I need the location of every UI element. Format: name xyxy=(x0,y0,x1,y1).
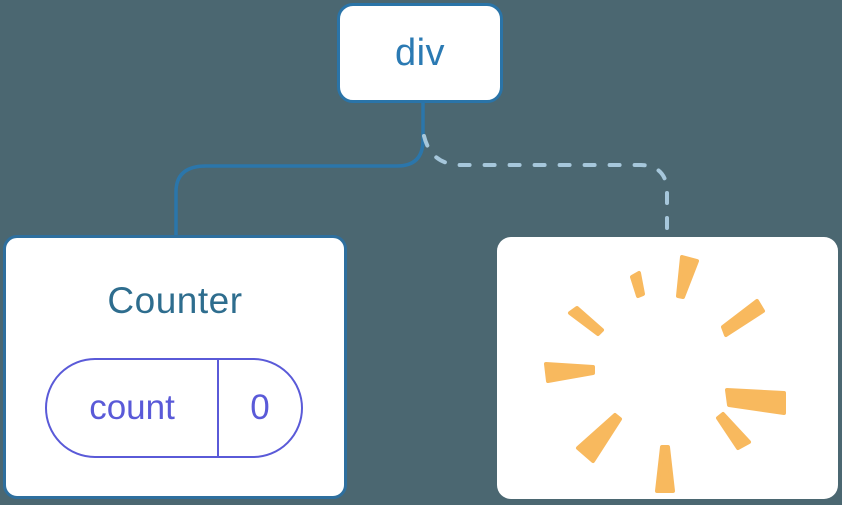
state-value-label: 0 xyxy=(250,388,270,427)
counter-title: Counter xyxy=(107,280,243,321)
poof-ray-lower-left xyxy=(576,413,622,463)
dashed-connector-line xyxy=(422,134,669,240)
poof-ray-left xyxy=(544,362,595,383)
poof-ray-top-left-thin xyxy=(630,271,645,298)
poof-ray-lower-right xyxy=(716,412,751,450)
poof-ray-upper-right xyxy=(721,299,765,337)
state-key-label: count xyxy=(47,360,219,456)
solid-connector-line xyxy=(174,102,425,236)
counter-node-card: Counter count 0 xyxy=(3,235,347,499)
poof-ray-bottom xyxy=(655,445,675,493)
poof-ray-top xyxy=(676,255,699,299)
state-pill: count 0 xyxy=(45,358,303,458)
poof-ray-upper-left xyxy=(568,306,604,336)
poof-icon xyxy=(544,255,786,493)
root-node-label: div xyxy=(394,31,446,74)
root-node: div xyxy=(337,3,503,103)
removed-node-card xyxy=(497,237,838,499)
poof-ray-right xyxy=(725,388,786,415)
